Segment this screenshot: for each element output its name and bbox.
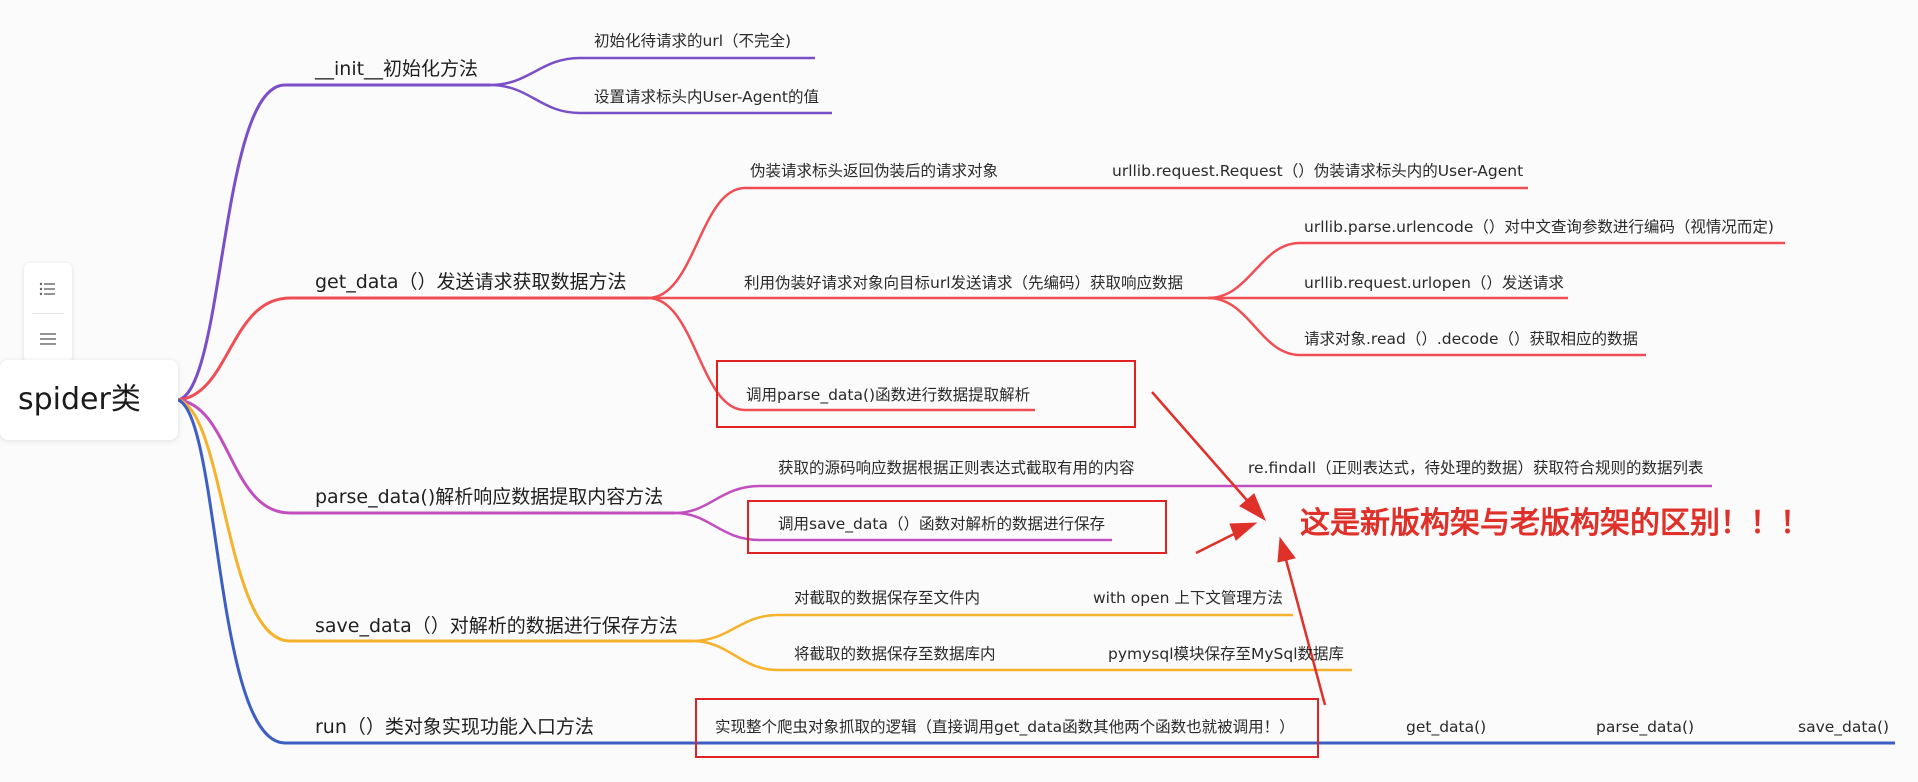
save-child-db-sub[interactable]: pymysql模块保存至MySql数据库 [1108, 645, 1345, 663]
annotation-text: 这是新版构架与老版构架的区别！！！ [1300, 506, 1810, 541]
run-call-parse-data[interactable]: parse_data() [1596, 718, 1695, 736]
annotation-arrows [1151, 391, 1327, 706]
save-child-db[interactable]: 将截取的数据保存至数据库内 [794, 645, 996, 663]
connector-parse-c1 [674, 484, 1712, 515]
branch-parse-data[interactable]: parse_data()解析响应数据提取内容方法 [315, 486, 664, 508]
toolbar-divider [32, 313, 64, 314]
branch-init[interactable]: __init__初始化方法 [315, 58, 479, 80]
run-child-logic[interactable]: 实现整个爬虫对象抓取的逻辑（直接调用get_data函数其他两个函数也就被调用！… [715, 718, 1295, 736]
get-child-request-urlencode[interactable]: urllib.parse.urlencode（）对中文查询参数进行编码（视情况而… [1304, 218, 1774, 236]
list-outline-icon [39, 282, 55, 296]
view-toolbar [24, 263, 72, 363]
connector-init [177, 83, 490, 402]
save-child-file-sub[interactable]: with open 上下文管理方法 [1093, 589, 1283, 607]
menu-lines-icon [40, 333, 56, 345]
get-child-disguise[interactable]: 伪装请求标头返回伪装后的请求对象 [750, 162, 999, 180]
menu-view-button[interactable] [24, 315, 72, 363]
highlight-box-call-save [747, 500, 1167, 554]
run-call-get-data[interactable]: get_data() [1406, 718, 1487, 736]
connector-init-c2 [489, 83, 832, 115]
root-label: spider类 [18, 382, 141, 417]
connector-get-c3 [647, 296, 1035, 412]
init-child-user-agent[interactable]: 设置请求标头内User-Agent的值 [594, 88, 819, 106]
branch-save-data[interactable]: save_data（）对解析的数据进行保存方法 [315, 615, 678, 637]
connector-parse-data [177, 398, 675, 515]
connector-run [177, 398, 1895, 745]
branch-run[interactable]: run（）类对象实现功能入口方法 [315, 716, 594, 738]
connector-init-c1 [489, 56, 815, 87]
highlight-box-run-logic [695, 698, 1319, 758]
parse-child-regex[interactable]: 获取的源码响应数据根据正则表达式截取有用的内容 [778, 459, 1135, 477]
get-child-request-read[interactable]: 请求对象.read（）.decode（）获取相应的数据 [1304, 330, 1639, 348]
init-child-url[interactable]: 初始化待请求的url（不完全) [594, 32, 792, 50]
get-child-call-parse[interactable]: 调用parse_data()函数进行数据提取解析 [746, 386, 1031, 404]
save-child-file[interactable]: 对截取的数据保存至文件内 [794, 589, 981, 607]
connector-get-data [177, 296, 648, 402]
connector-parse-c2 [674, 511, 1112, 542]
get-child-request-urlopen[interactable]: urllib.request.urlopen（）发送请求 [1304, 274, 1564, 292]
highlight-box-call-parse [716, 360, 1136, 428]
connector-save-c1 [691, 613, 1293, 643]
connector-get-c2-s3 [1207, 296, 1646, 357]
parse-child-regex-sub[interactable]: re.findall（正则表达式，待处理的数据）获取符合规则的数据列表 [1248, 459, 1704, 477]
parse-child-call-save[interactable]: 调用save_data（）函数对解析的数据进行保存 [778, 515, 1105, 533]
connector-save-c2 [691, 639, 1352, 672]
connector-get-c2-s1 [1207, 241, 1785, 300]
outline-view-button[interactable] [24, 265, 72, 313]
run-call-save-data[interactable]: save_data() [1798, 718, 1890, 736]
root-node[interactable] [0, 360, 178, 440]
connector-save-data [177, 398, 692, 643]
connector-get-c1 [647, 186, 1528, 300]
get-child-request[interactable]: 利用伪装好请求对象向目标url发送请求（先编码）获取响应数据 [744, 274, 1184, 292]
get-child-disguise-sub[interactable]: urllib.request.Request（）伪装请求标头内的User-Age… [1112, 162, 1524, 180]
branch-get-data[interactable]: get_data（）发送请求获取数据方法 [315, 271, 627, 293]
